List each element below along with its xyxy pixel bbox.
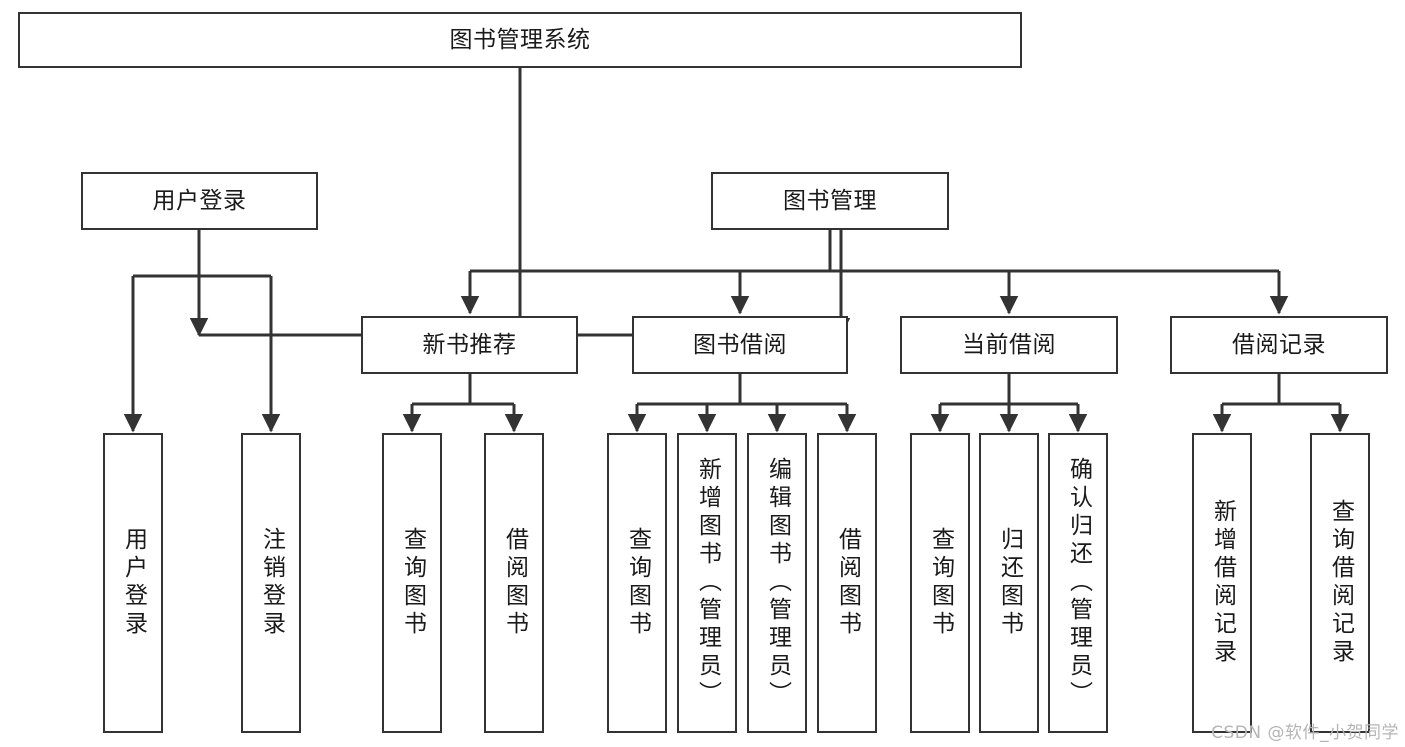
node-leaf-records-query-record[interactable]: 查询借阅记录 [1310,433,1370,733]
node-leaf-label: 借阅图书 [501,527,528,639]
node-leaf-user-login-login[interactable]: 用户登录 [103,433,163,733]
node-new-book-recommend-label: 新书推荐 [422,331,517,358]
watermark: CSDN @软件_小贺同学 [1211,723,1399,743]
node-book-management-label: 图书管理 [783,187,877,214]
node-current-borrow[interactable]: 当前借阅 [900,316,1118,374]
node-leaf-label: 新增借阅记录 [1209,499,1236,667]
node-book-borrow[interactable]: 图书借阅 [632,316,848,374]
node-leaf-label: 借阅图书 [834,527,861,639]
node-leaf-borrow-query-book[interactable]: 查询图书 [607,433,667,733]
node-leaf-label: 新增图书（管理员） [694,457,721,709]
node-leaf-borrow-borrow-book[interactable]: 借阅图书 [817,433,877,733]
node-leaf-label: 编辑图书（管理员） [764,457,791,709]
node-leaf-label: 查询图书 [927,527,954,639]
node-leaf-label: 注销登录 [258,527,285,639]
node-leaf-borrow-add-book[interactable]: 新增图书（管理员） [677,433,737,733]
node-current-borrow-label: 当前借阅 [962,331,1056,358]
node-leaf-recommend-query-book[interactable]: 查询图书 [382,433,442,733]
node-leaf-borrow-edit-book[interactable]: 编辑图书（管理员） [747,433,807,733]
node-leaf-recommend-borrow-book[interactable]: 借阅图书 [484,433,544,733]
node-leaf-label: 查询图书 [399,527,426,639]
node-root-label: 图书管理系统 [449,26,591,53]
node-user-login[interactable]: 用户登录 [81,172,318,230]
node-leaf-label: 用户登录 [120,527,147,639]
node-leaf-records-add-record[interactable]: 新增借阅记录 [1192,433,1252,733]
node-leaf-label: 归还图书 [996,527,1023,639]
node-leaf-label: 确认归还（管理员） [1065,457,1092,709]
node-leaf-user-login-logout[interactable]: 注销登录 [241,433,301,733]
node-leaf-label: 查询图书 [624,527,651,639]
node-user-login-label: 用户登录 [152,187,247,214]
node-leaf-current-query-book[interactable]: 查询图书 [910,433,970,733]
node-book-borrow-label: 图书借阅 [693,331,787,358]
node-leaf-current-return-book[interactable]: 归还图书 [979,433,1039,733]
node-new-book-recommend[interactable]: 新书推荐 [361,316,578,374]
node-borrow-records-label: 借阅记录 [1232,331,1326,358]
node-book-management[interactable]: 图书管理 [711,172,949,230]
node-leaf-label: 查询借阅记录 [1327,499,1354,667]
node-leaf-current-confirm-return[interactable]: 确认归还（管理员） [1048,433,1108,733]
node-borrow-records[interactable]: 借阅记录 [1170,316,1388,374]
node-root[interactable]: 图书管理系统 [18,12,1022,68]
